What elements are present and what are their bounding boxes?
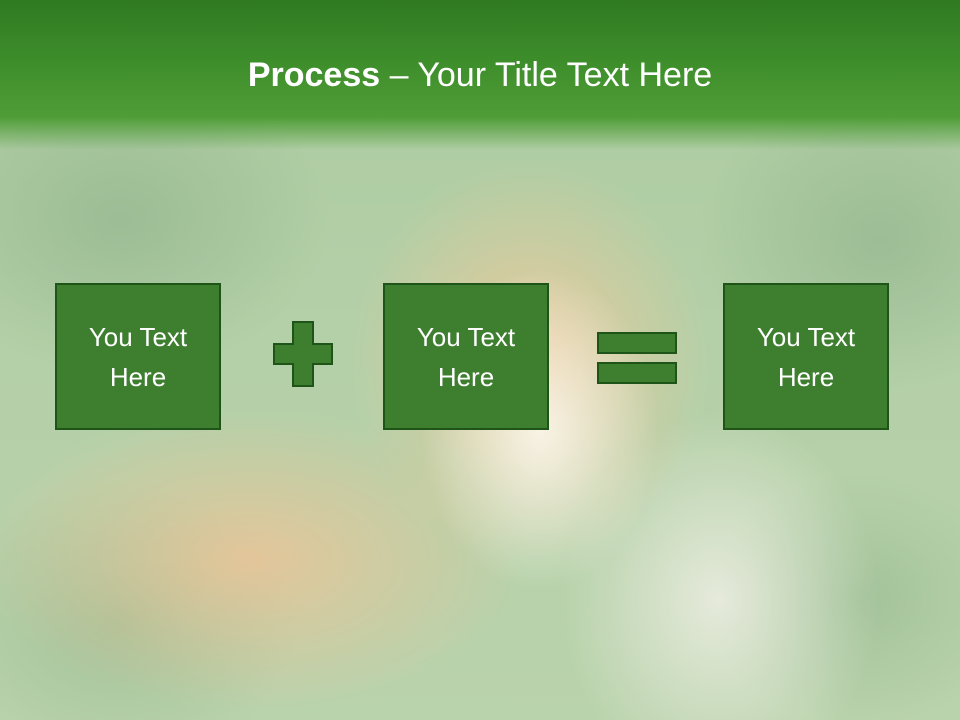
equals-icon [597, 332, 677, 384]
process-box-2[interactable]: You Text Here [383, 283, 549, 430]
title-header-band [0, 0, 960, 150]
title-rest-part: – Your Title Text Here [380, 56, 713, 94]
title-bold-part: Process [247, 56, 381, 94]
slide-title[interactable]: Process – Your Title Text Here [0, 52, 960, 98]
process-box-3[interactable]: You Text Here [723, 283, 889, 430]
plus-icon [273, 321, 333, 387]
process-box-1[interactable]: You Text Here [55, 283, 221, 430]
